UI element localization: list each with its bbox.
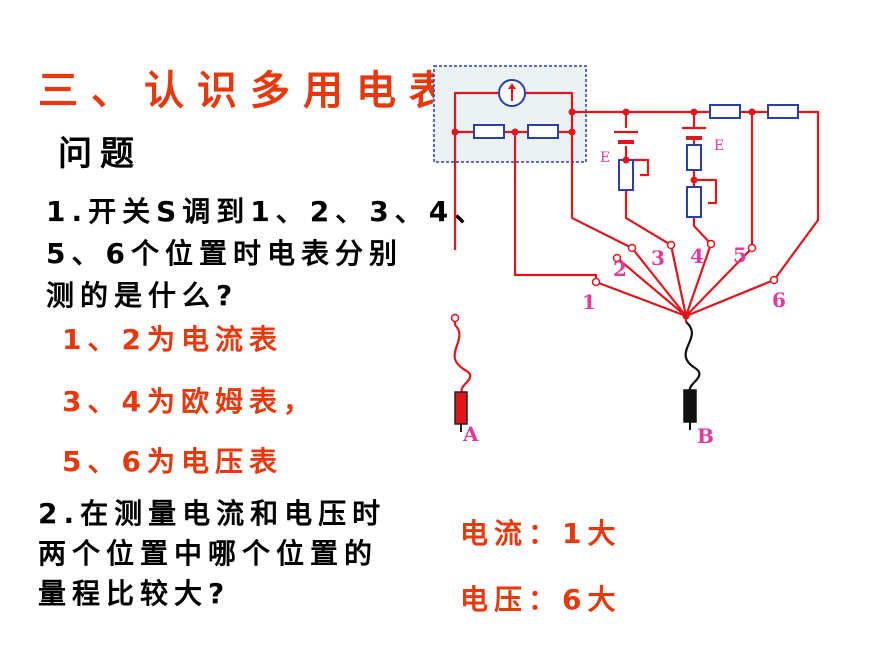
question-1-line-1: 1.开关S调到1、2、3、4、 xyxy=(46,195,489,228)
answer-1-ohm: 3、4为欧姆表， xyxy=(62,385,317,418)
position-label-4: 4 xyxy=(690,244,704,268)
question-2-line-2: 两个位置中哪个位置的 xyxy=(38,537,379,570)
question-2-line-1: 2.在测量电流和电压时 xyxy=(38,497,387,530)
position-label-1: 1 xyxy=(582,290,596,314)
switch-contacts xyxy=(450,239,779,323)
question-1-line-2: 5、6个位置时电表分别 xyxy=(46,237,403,270)
section-heading: 问题 xyxy=(58,134,142,174)
circuit-wires xyxy=(453,91,820,393)
answer-1-voltage: 5、6为电压表 xyxy=(62,445,283,478)
probe-a-red xyxy=(454,391,468,425)
question-2-line-3: 量程比较大? xyxy=(38,577,231,610)
position-label-6: 6 xyxy=(772,288,786,312)
terminal-label-a: A xyxy=(462,422,479,446)
answer-2-voltage: 电压：6大 xyxy=(460,583,622,616)
position-label-2: 2 xyxy=(613,257,627,281)
answer-2-current: 电流：1大 xyxy=(460,517,622,550)
position-label-3: 3 xyxy=(651,246,665,270)
junction-dots xyxy=(451,108,756,320)
battery-icons xyxy=(614,126,706,144)
terminal-label-b: B xyxy=(697,424,714,448)
question-1-line-3: 测的是什么? xyxy=(46,279,239,312)
battery-label-1: E xyxy=(600,150,610,166)
answer-1-current: 1、2为电流表 xyxy=(62,323,283,356)
position-label-5: 5 xyxy=(733,243,747,267)
probe-b-black xyxy=(683,389,697,423)
resistors xyxy=(473,104,799,218)
battery-label-2: E xyxy=(714,138,724,154)
lead-b-wire xyxy=(684,321,701,391)
page-title: 三、认识多用电表 xyxy=(38,68,462,114)
